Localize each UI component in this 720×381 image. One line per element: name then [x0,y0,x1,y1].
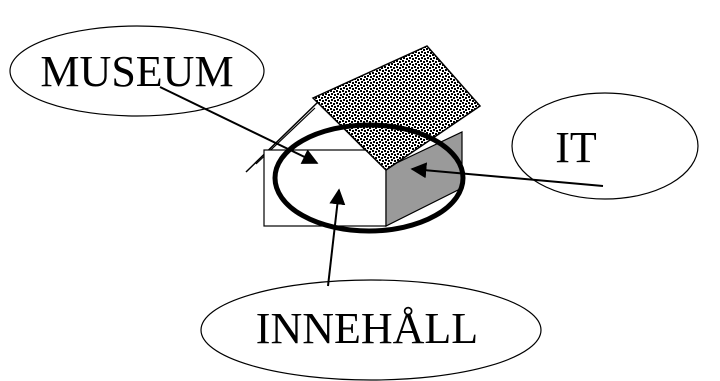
content-label: INNEHÅLL [256,304,478,353]
it-ellipse [511,92,699,200]
content-arrow [327,188,346,287]
museum-ellipse [9,25,265,117]
it-bubble: IT [511,92,699,200]
it-arrow [410,162,604,187]
house-front-wall [263,149,387,227]
content-ellipse [200,279,542,381]
house-illustration [245,45,482,227]
museum-label: MUSEUM [40,47,233,96]
house-roof [311,45,482,171]
museum-bubble: MUSEUM [9,25,265,117]
it-label: IT [555,123,597,172]
house-highlight-ring [272,122,466,234]
content-bubble: INNEHÅLL [200,279,542,381]
museum-arrow [159,86,319,164]
